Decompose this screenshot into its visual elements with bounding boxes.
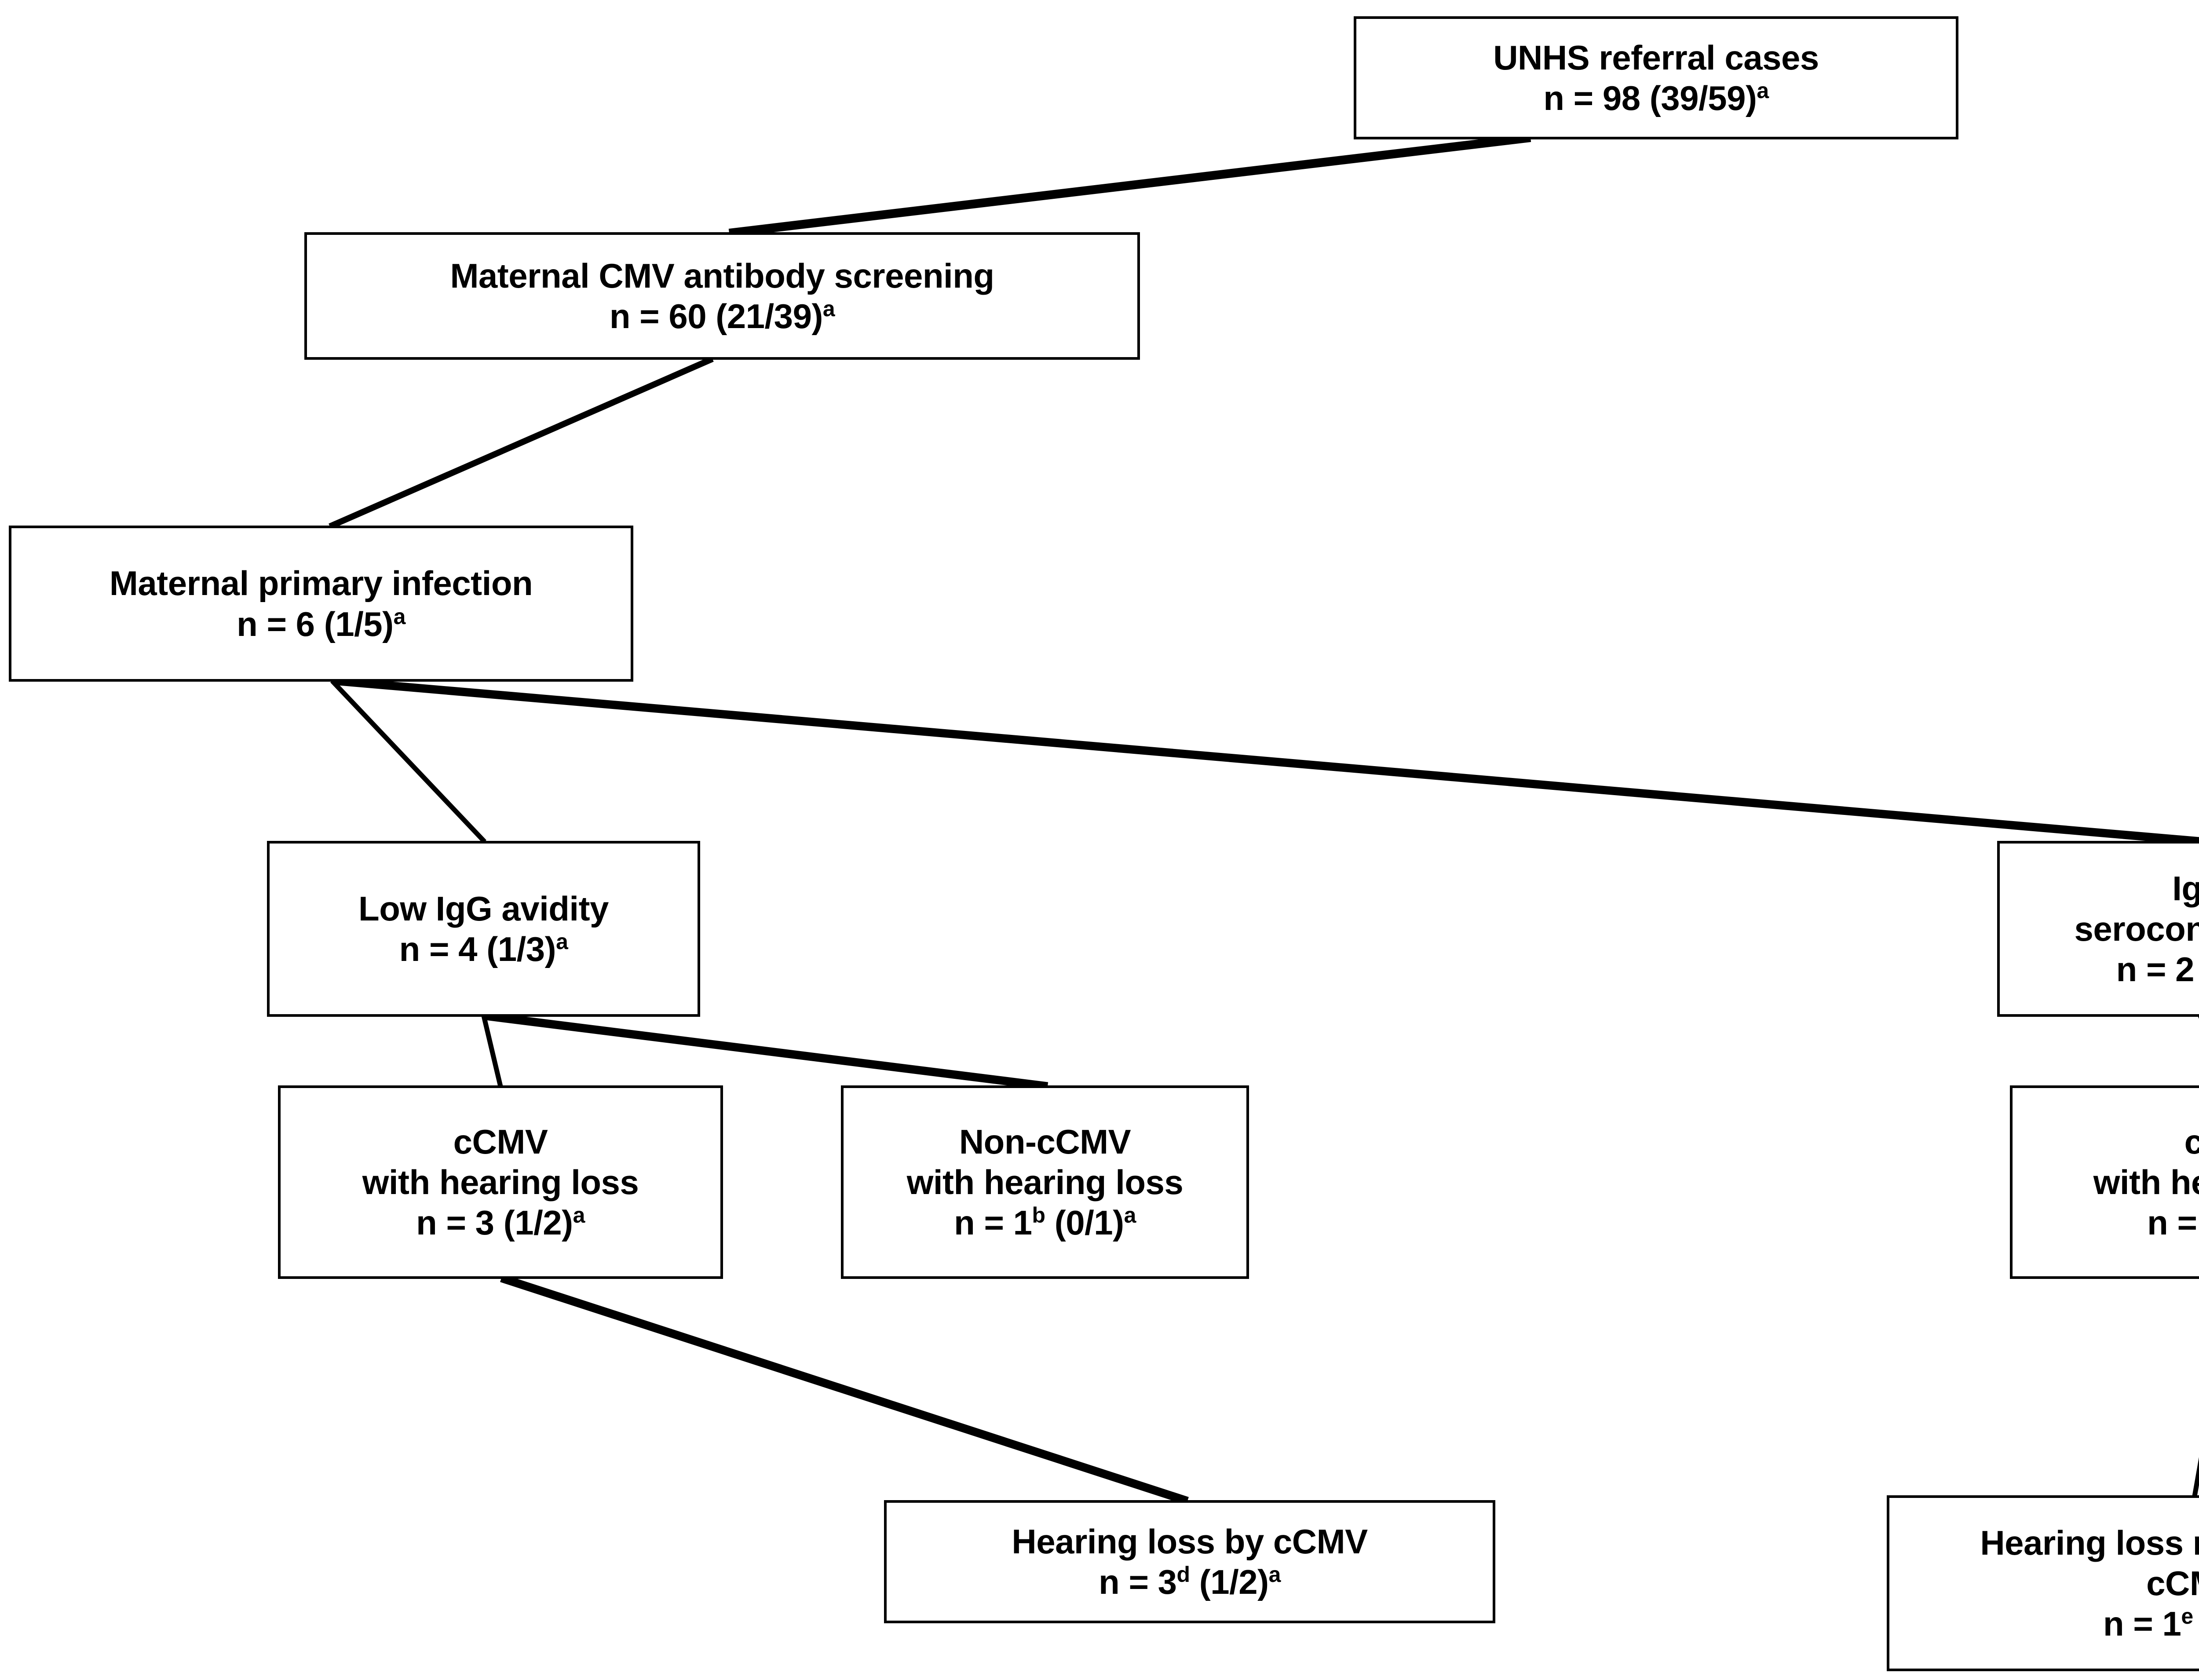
node-count-line: n = 60 (21/39)a xyxy=(609,296,835,336)
connector-edge-unhs-to-screening xyxy=(728,133,1531,237)
connector-edge-avidity-to-nonccmv xyxy=(485,1012,1048,1091)
connector-edge-avidity-to-ccmv xyxy=(481,1015,503,1087)
connector-edge-ccmv-to-hl-not-ccmv xyxy=(2192,1457,2199,1497)
node-title-line: with hearing loss xyxy=(362,1162,639,1202)
node-title-line: Hearing loss by cCMV xyxy=(1012,1522,1368,1561)
node-count-line: n = 2 (0/2)a xyxy=(2116,950,2199,989)
node-title-line: IgG xyxy=(2172,869,2199,908)
node-count-line: n = 1e (0/1)a xyxy=(2103,1604,2193,1643)
node-title-line: with hearing loss xyxy=(2093,1162,2199,1202)
node-title-line: Hearing loss not related to xyxy=(1980,1523,2199,1562)
node-title-line: cCMV xyxy=(2184,1122,2199,1161)
node-igg-seroconversion: IgGseroconversionn = 2 (0/2)a xyxy=(1997,841,2199,1017)
connector-edge-screening-to-primary xyxy=(329,356,714,530)
node-title-line: cCMV xyxy=(453,1122,548,1161)
node-title-line: Low IgG avidity xyxy=(358,889,609,928)
node-title-line: Maternal CMV antibody screening xyxy=(450,256,994,295)
connector-edge-primary-to-avidity xyxy=(330,679,486,844)
node-count-line: n = 6 (1/5)a xyxy=(237,604,405,643)
node-count-line: n = 98 (39/59)a xyxy=(1543,78,1769,117)
node-count-line: n = 4 (1/3)a xyxy=(399,929,568,968)
node-hearing-loss-not-related-to-ccmv: Hearing loss not related tocCMVn = 1e (0… xyxy=(1887,1495,2199,1671)
node-title-line: Maternal primary infection xyxy=(109,564,533,603)
node-title-line: seroconversion xyxy=(2074,909,2199,948)
node-count-line: n = 3 (1/2)a xyxy=(416,1203,585,1242)
node-count-line: n = 3d (1/2)a xyxy=(1099,1562,1281,1601)
connector-edge-primary-to-sero xyxy=(334,676,2199,846)
node-title-line: cCMV xyxy=(2146,1563,2199,1603)
node-title-line: Non-cCMV xyxy=(959,1122,1131,1161)
node-count-line: n = 1b (0/1)a xyxy=(954,1203,1136,1242)
connector-edge-ccmv-to-hl-by-ccmv xyxy=(500,1274,1189,1505)
node-title-line: UNHS referral cases xyxy=(1493,38,1819,77)
node-count-line: n = 1 (0/1)a xyxy=(2147,1203,2199,1242)
node-title-line: with hearing loss xyxy=(906,1162,1184,1202)
